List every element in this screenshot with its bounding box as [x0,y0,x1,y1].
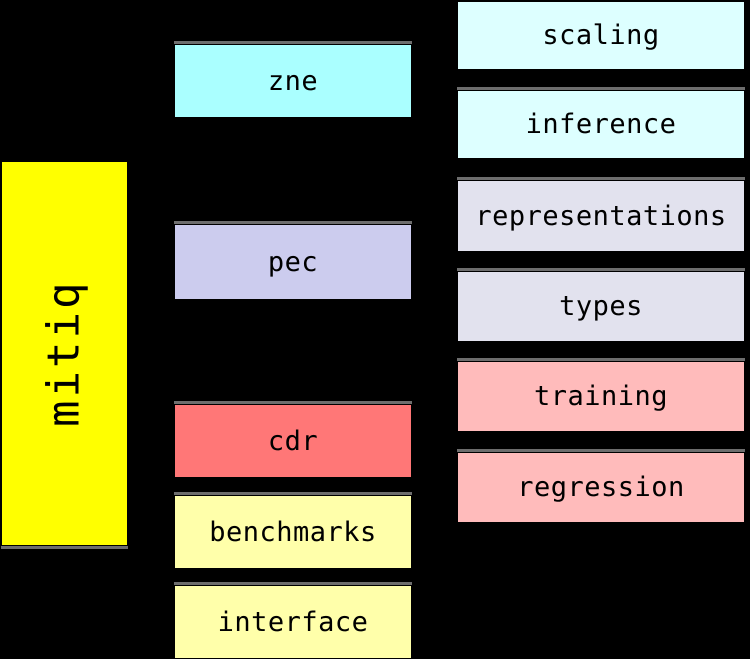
node-training-label: training [533,381,669,412]
node-types[interactable]: types [457,268,745,342]
node-cdr[interactable]: cdr [174,401,412,478]
node-cdr-label: cdr [267,425,319,457]
node-regression[interactable]: regression [457,449,745,523]
node-types-label: types [559,291,643,322]
node-interface[interactable]: interface [174,582,412,659]
node-training[interactable]: training [457,358,745,432]
node-scaling-label: scaling [542,20,660,51]
node-pec-label: pec [267,246,319,278]
node-scaling[interactable]: scaling [457,1,745,70]
node-representations-label: representations [475,200,727,232]
node-interface-label: interface [217,606,369,638]
node-benchmarks-label: benchmarks [209,516,377,548]
node-mitiq[interactable]: mitiq [1,161,128,546]
node-inference[interactable]: inference [457,87,745,159]
node-benchmarks[interactable]: benchmarks [174,492,412,569]
node-zne-label: zne [267,65,319,97]
node-pec[interactable]: pec [174,221,412,300]
node-zne[interactable]: zne [174,41,412,118]
node-regression-label: regression [517,472,685,503]
node-inference-label: inference [525,109,677,140]
node-representations[interactable]: representations [457,177,745,252]
node-mitiq-label: mitiq [38,279,90,428]
